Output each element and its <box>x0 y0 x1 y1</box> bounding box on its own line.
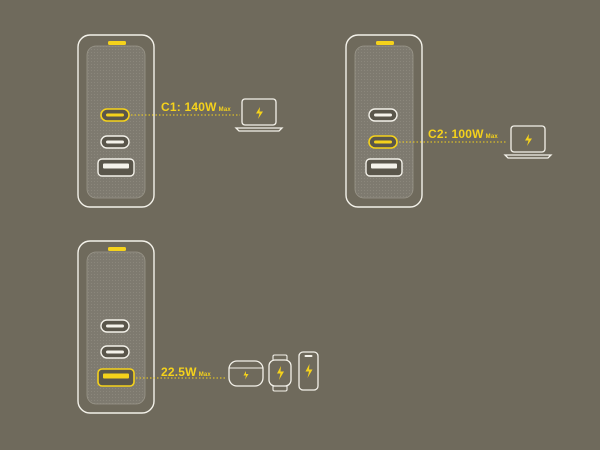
earbuds-case-icon <box>228 360 264 387</box>
smartphone-icon <box>298 351 319 391</box>
charger-3 <box>77 240 319 414</box>
max-unit: Max <box>198 372 211 378</box>
laptop-icon <box>503 125 553 159</box>
charger-1 <box>77 34 284 208</box>
led-indicator <box>108 247 126 251</box>
c1-output-value: C1: 140W <box>161 100 217 114</box>
charger-2 <box>345 34 553 208</box>
led-indicator <box>376 41 394 45</box>
laptop-icon <box>234 98 284 132</box>
max-unit: Max <box>485 134 498 140</box>
smartwatch-icon <box>268 354 292 392</box>
led-indicator <box>108 41 126 45</box>
max-unit: Max <box>218 107 231 113</box>
usb-a-output-value: 22.5W <box>161 365 197 379</box>
c2-output-value: C2: 100W <box>428 127 484 141</box>
